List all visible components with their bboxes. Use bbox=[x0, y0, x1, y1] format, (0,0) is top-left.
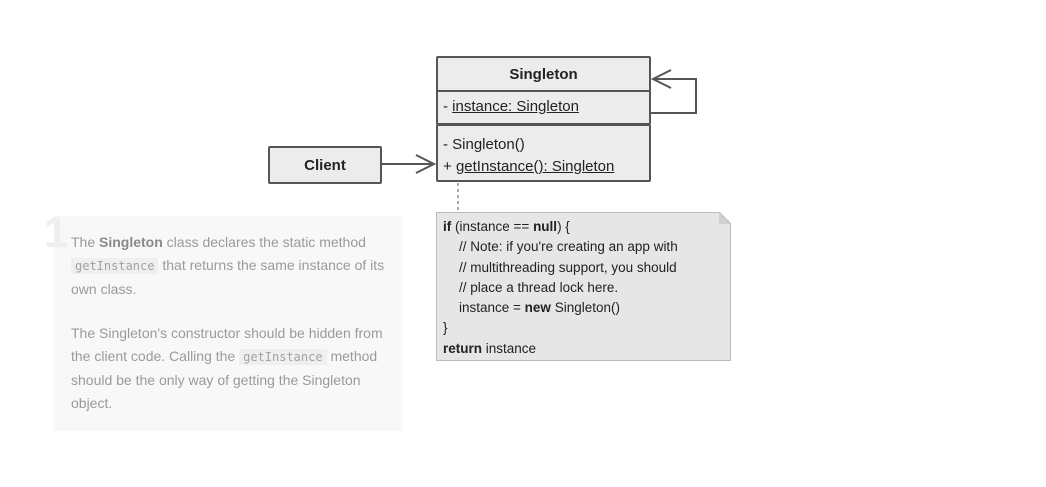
singleton-name-label: Singleton bbox=[509, 65, 578, 83]
instance-field: instance: Singleton bbox=[452, 98, 579, 115]
singleton-fields: - instance: Singleton bbox=[436, 90, 651, 125]
client-arrow-head bbox=[415, 154, 437, 174]
self-association-arrow-head bbox=[650, 69, 672, 89]
method-prefix: + bbox=[443, 158, 456, 175]
note-line-4: // place a thread lock here. bbox=[459, 279, 619, 295]
note-line-1: if (instance == null) { bbox=[443, 219, 570, 234]
note-line-2: // Note: if you're creating an app with bbox=[459, 239, 678, 255]
inline-code: getInstance bbox=[239, 349, 327, 365]
comment-paragraph-2: The Singleton's constructor should be hi… bbox=[71, 325, 383, 411]
constructor-method: - Singleton() bbox=[443, 136, 525, 153]
inline-code: getInstance bbox=[71, 258, 159, 274]
comment-paragraph-1: The Singleton class declares the static … bbox=[71, 234, 385, 297]
self-association-line bbox=[651, 78, 697, 114]
client-label: Client bbox=[304, 156, 346, 174]
get-instance-method: getInstance(): Singleton bbox=[455, 158, 615, 175]
client-class: Client bbox=[268, 146, 382, 184]
note-fold-icon bbox=[719, 212, 731, 224]
get-instance-row: + getInstance(): Singleton bbox=[443, 156, 649, 178]
step-number: 1 bbox=[44, 208, 69, 257]
note-line-6: } bbox=[443, 320, 448, 336]
code-note: if (instance == null) { // Note: if you'… bbox=[436, 212, 731, 361]
note-line-7: return instance bbox=[443, 340, 537, 356]
note-line-5: instance = new Singleton() bbox=[459, 300, 620, 316]
singleton-methods: - Singleton() + getInstance(): Singleton bbox=[436, 124, 651, 182]
field-prefix: - bbox=[443, 98, 453, 115]
singleton-class-name: Singleton bbox=[436, 56, 651, 92]
explanation-comment: The Singleton class declares the static … bbox=[54, 216, 402, 431]
note-line-3: // multithreading support, you should bbox=[459, 259, 677, 275]
